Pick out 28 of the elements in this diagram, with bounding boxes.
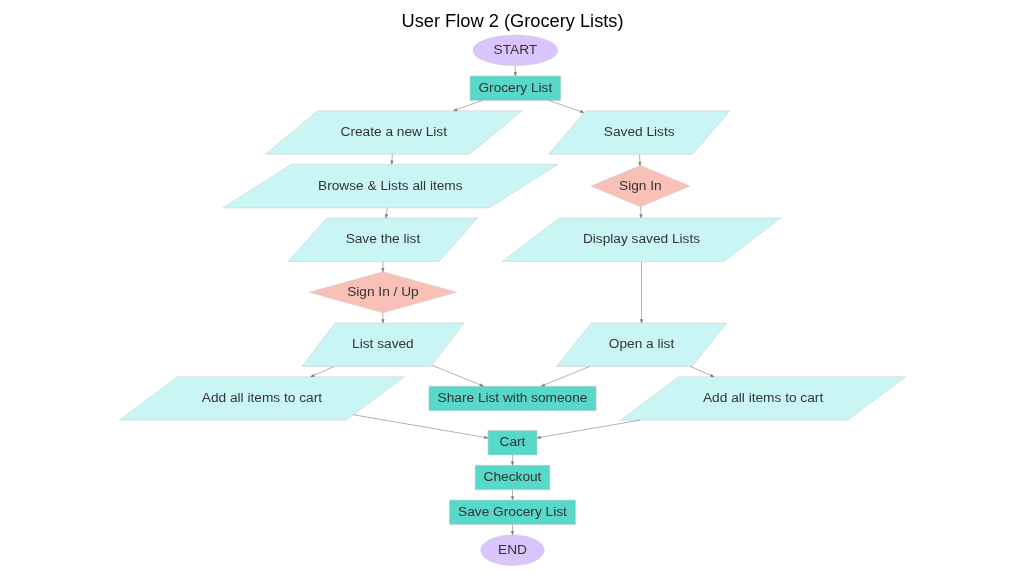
- node-box: Grocery List: [469, 75, 561, 101]
- arrow: [540, 366, 590, 387]
- arrow: [510, 524, 514, 536]
- diagram-title: User Flow 2 (Grocery Lists): [400, 10, 624, 32]
- arrow: [380, 261, 384, 272]
- arrow: [384, 207, 388, 219]
- node-diamond: Sign In / Up: [308, 271, 457, 314]
- node-diamond: Sign In: [590, 165, 690, 207]
- arrow: [389, 153, 393, 165]
- arrow: [548, 100, 584, 113]
- arrow: [639, 261, 643, 324]
- arrow: [637, 153, 641, 166]
- arrow: [431, 364, 484, 387]
- arrow: [510, 454, 514, 466]
- arrow: [510, 489, 514, 501]
- node-box: Save Grocery List: [448, 499, 576, 525]
- node-ellipse: END: [479, 534, 545, 566]
- node-box: Checkout: [474, 464, 550, 491]
- arrow: [639, 206, 642, 219]
- arrow: [452, 100, 483, 111]
- arrow: [689, 366, 714, 377]
- arrow: [352, 414, 488, 439]
- arrow: [513, 65, 517, 77]
- arrow: [536, 419, 640, 439]
- node-ellipse: START: [472, 34, 558, 66]
- arrow: [309, 366, 334, 377]
- node-box: Cart: [487, 430, 537, 456]
- arrow: [380, 312, 384, 324]
